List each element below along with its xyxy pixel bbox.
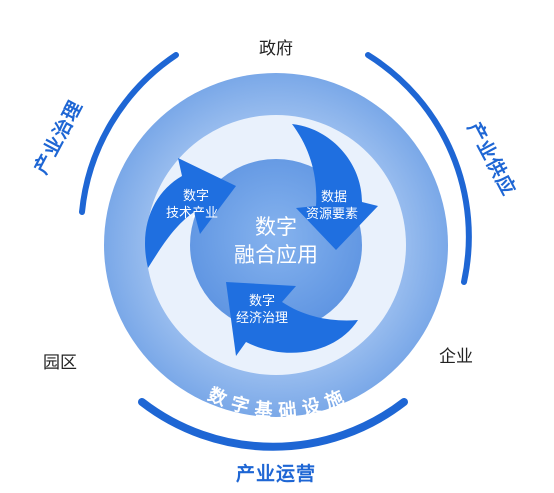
arrow-bottom-label-line2: 经济治理 <box>236 311 288 326</box>
outer-arc-top-right <box>365 52 472 285</box>
center-label-line2: 融合应用 <box>234 243 318 267</box>
segment-label-industry-governance: 产业治理 <box>29 96 87 177</box>
outer-arc-bottom <box>138 398 408 451</box>
segment-label-industry-supply: 产业供应 <box>463 118 521 199</box>
arrow-upper-left-label-line1: 数字 <box>183 189 209 204</box>
segment-label-industry-operation: 产业运营 <box>236 462 316 485</box>
arrow-bottom <box>226 282 358 356</box>
arrow-upper-left <box>145 158 236 268</box>
arrow-right-label-line1: 数据 <box>321 190 347 205</box>
stakeholder-park: 园区 <box>43 353 77 373</box>
arrow-upper-left-label-line2: 技术产业 <box>166 206 218 221</box>
stakeholder-enterprise: 企业 <box>439 347 473 367</box>
outer-arc-top-left <box>79 52 179 215</box>
stakeholder-government: 政府 <box>259 39 293 59</box>
arrow-right-label-line2: 资源要素 <box>306 207 358 222</box>
center-label-line1: 数字 <box>255 215 297 239</box>
arrow-bottom-label-line1: 数字 <box>249 294 275 309</box>
arrow-right <box>292 124 378 250</box>
